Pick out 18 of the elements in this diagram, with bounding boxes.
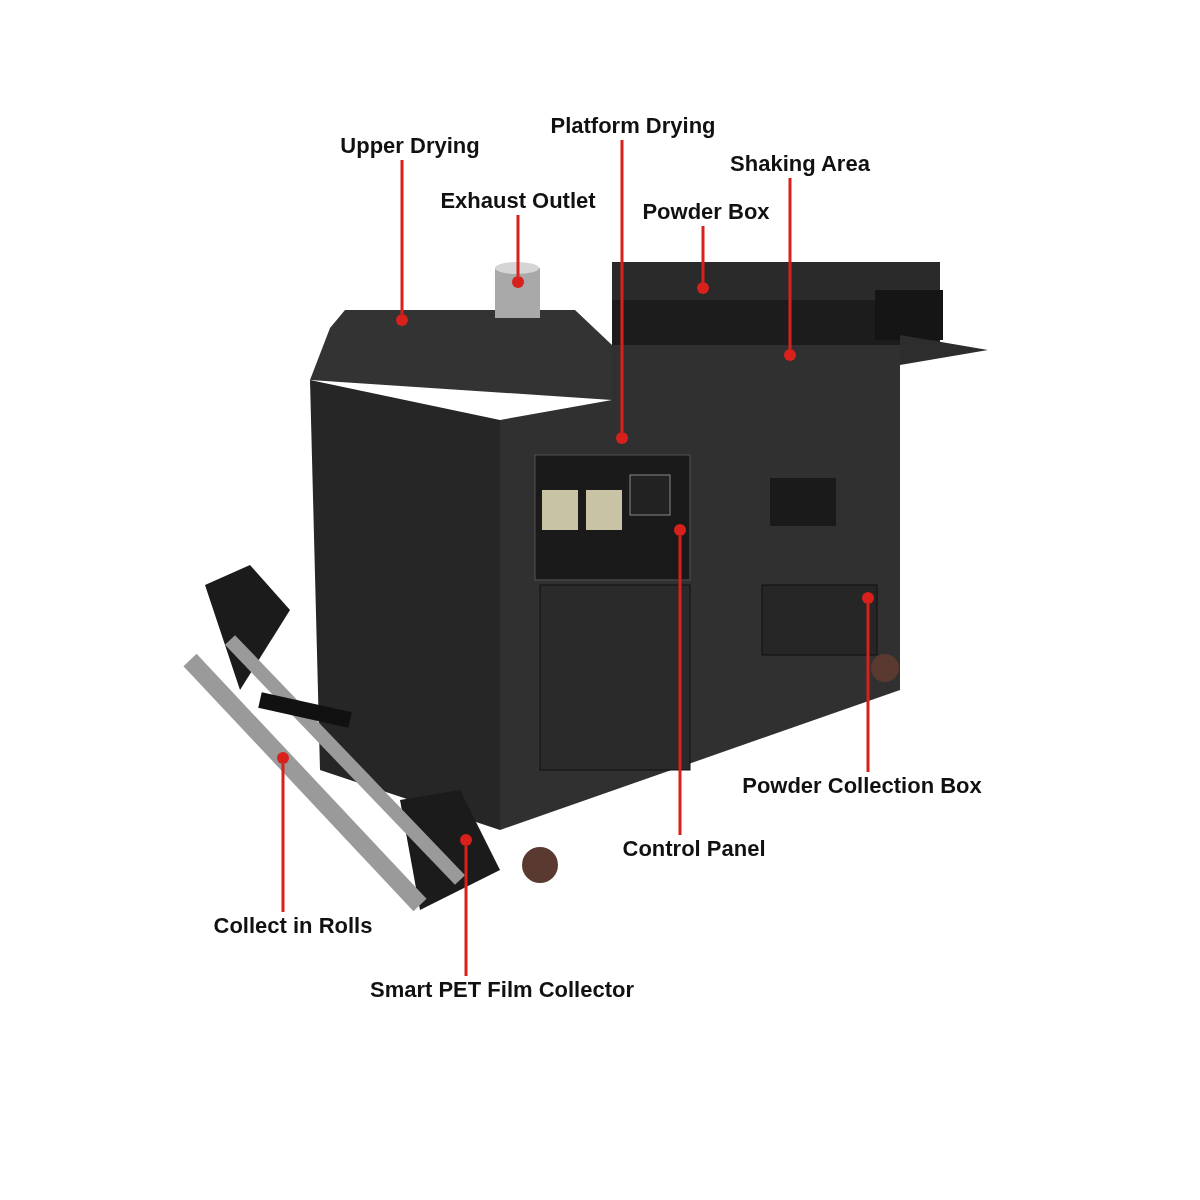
leader-line	[678, 536, 682, 835]
callout-label: Smart PET Film Collector	[369, 976, 635, 1004]
leader-line	[866, 604, 870, 772]
callout-label: Powder Box	[642, 198, 770, 226]
callout-label: Platform Drying	[550, 112, 716, 140]
leader-line	[516, 215, 520, 276]
callout-label: Exhaust Outlet	[440, 187, 596, 215]
callout-label: Control Panel	[622, 835, 766, 863]
callout-label: Powder Collection Box	[742, 772, 982, 800]
leader-line	[788, 178, 792, 349]
leader-line	[400, 160, 404, 314]
leader-line	[701, 226, 705, 282]
callout-label: Collect in Rolls	[213, 912, 373, 940]
leader-line	[620, 140, 624, 432]
leader-line	[281, 764, 285, 912]
callout-label: Upper Drying	[340, 132, 480, 160]
leader-line	[464, 846, 468, 976]
callout-label: Shaking Area	[730, 150, 870, 178]
